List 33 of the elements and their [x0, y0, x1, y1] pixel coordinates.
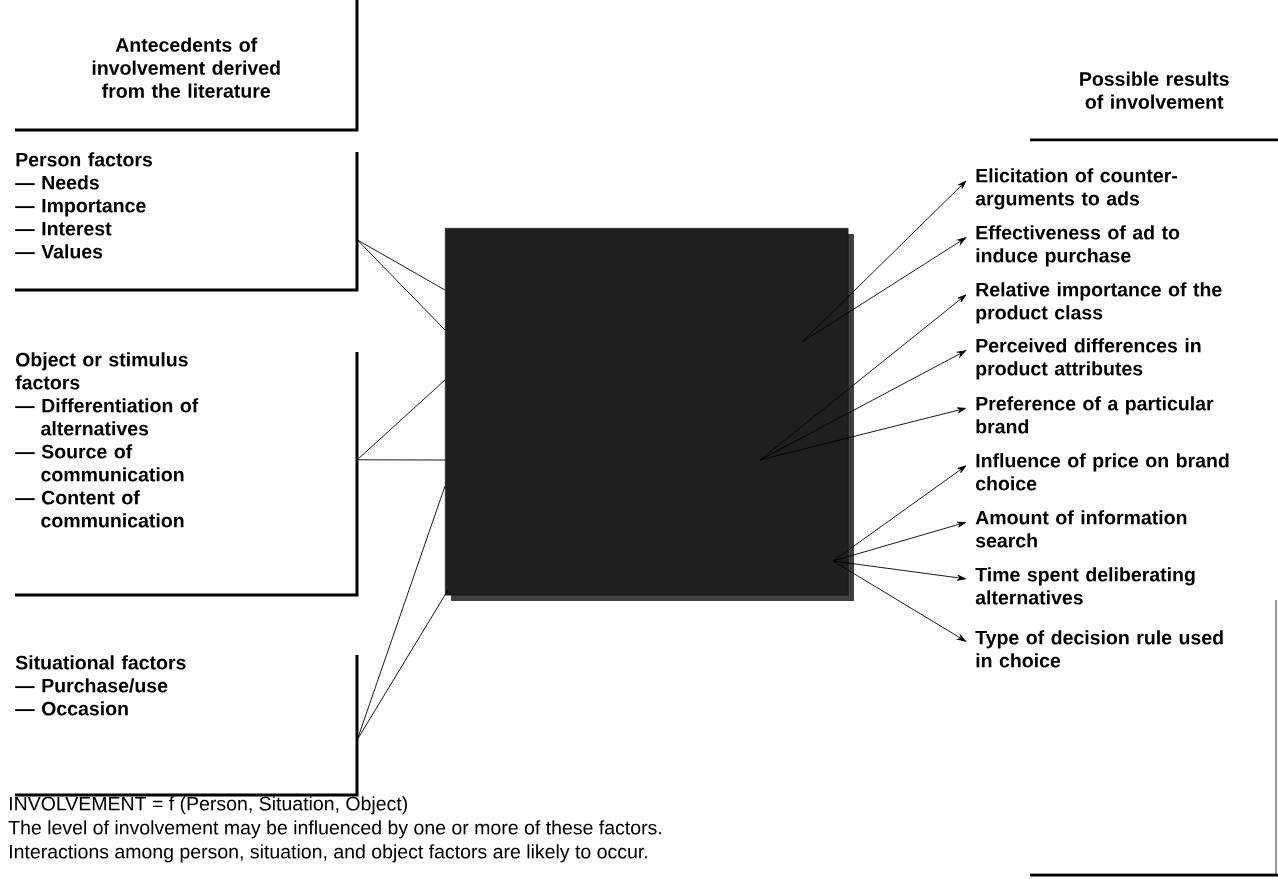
result-text: Relative importance of the product class — [976, 282, 1222, 324]
connector — [356, 239, 446, 291]
result-text: Type of decision rule used in choice — [975, 630, 1223, 668]
column-heading: Antecedents of involvement derived from the literature — [15, 0, 359, 132]
connector — [356, 379, 446, 461]
result-text: Preference of a particular brand — [976, 396, 1214, 434]
connector — [356, 459, 446, 461]
connector — [832, 465, 967, 562]
column-heading: Possible results of involvement — [1030, 71, 1278, 142]
connector — [759, 294, 967, 461]
connector — [356, 239, 446, 331]
connector — [356, 589, 449, 741]
result-text: Influence of price on brand choice — [976, 453, 1229, 491]
connector — [832, 521, 967, 562]
note-text: The level of involvement may be influenced by one or more of these factors. — [8, 820, 661, 839]
note-text: INVOLVEMENT = f (Person, Situation, Object) — [10, 796, 408, 815]
connector — [832, 560, 967, 642]
connector — [801, 180, 967, 343]
factor-bracket: Person factors — Needs — Importance — Interest — Values — [15, 152, 359, 292]
result-text: Effectiveness of ad to induce purchase — [976, 225, 1180, 267]
connector — [759, 407, 967, 461]
result-text: Time spent deliberating alternatives — [975, 567, 1195, 605]
factor-bracket: Object or stimulus factors — Differentiation of alternatives — Source of communication — Content of communication — [15, 352, 359, 597]
connector — [356, 485, 446, 741]
result-text: Amount of information search — [975, 510, 1187, 548]
connector — [759, 350, 967, 461]
shaded-box — [445, 228, 854, 601]
result-text: Perceived differences in product attributes — [976, 338, 1201, 380]
result-text: Elicitation of counter-arguments to ads — [975, 168, 1177, 210]
note-text: Interactions among person, situation, and object factors are likely to occur. — [10, 844, 647, 863]
connector — [832, 560, 966, 581]
connector — [801, 237, 967, 343]
factor-bracket: Situational factors — Purchase/use — Occasion — [15, 655, 359, 797]
